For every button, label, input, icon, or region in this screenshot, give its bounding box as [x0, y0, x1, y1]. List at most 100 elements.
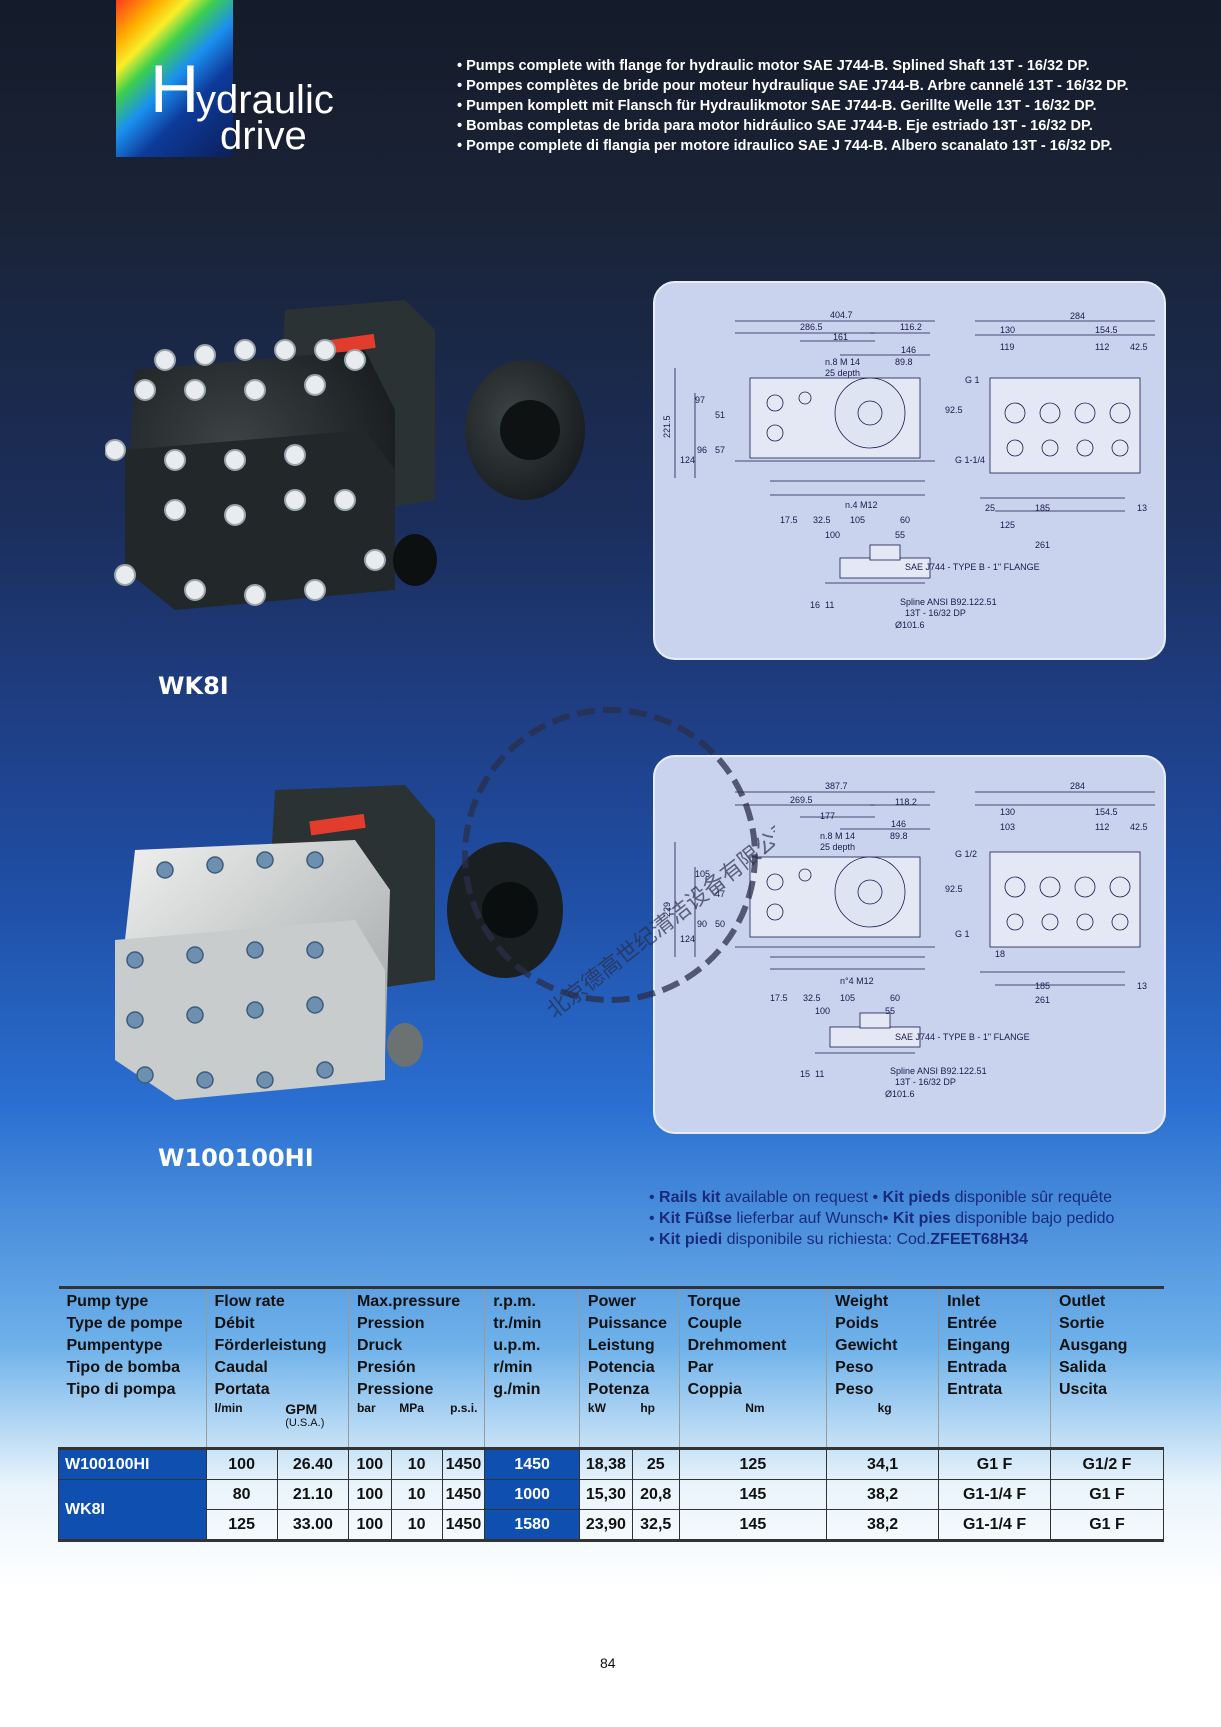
dim-text: 47: [715, 889, 725, 899]
dim-text: n.8 M 14: [825, 357, 860, 367]
cell-mpa: 10: [390, 1448, 443, 1480]
dim-text: 50: [715, 919, 725, 929]
product-label-wk8i: WK8I: [158, 672, 229, 700]
dim-text: 13: [1137, 503, 1147, 513]
dim-text: 105: [840, 993, 855, 1003]
bullet-es: Bombas completas de brida para motor hid…: [457, 116, 1129, 136]
dim-text: 32.5: [813, 515, 831, 525]
cell-torque: 145: [678, 1509, 828, 1541]
unit-hp: hp: [640, 1401, 655, 1415]
unit-bar: bar: [347, 1401, 392, 1449]
cell-inlet: G1-1/4 F: [938, 1509, 1051, 1541]
dim-text: Ø101.6: [895, 620, 925, 630]
dim-text: SAE J744 - TYPE B - 1" FLANGE: [895, 1032, 1030, 1042]
cell-kw: 23,90: [578, 1509, 633, 1541]
logo-letter: H: [150, 51, 200, 127]
cell-outlet: G1/2 F: [1050, 1448, 1164, 1480]
dim-text: 105: [850, 515, 865, 525]
dim-text: 105: [695, 869, 710, 879]
dim-text: 57: [715, 445, 725, 455]
cell-hp: 20,8: [631, 1479, 680, 1510]
cell-inlet: G1 F: [938, 1448, 1051, 1480]
dim-text: 25: [985, 503, 995, 513]
dim-text: 116.2: [900, 322, 922, 332]
kit-term: Kit pies: [892, 1210, 951, 1227]
pump-wk8i-image: [105, 300, 585, 610]
dim-text: 55: [895, 530, 905, 540]
dim-text: 119: [1000, 342, 1014, 352]
dim-text: 125: [1000, 520, 1015, 530]
dim-text: G 1/2: [955, 849, 977, 859]
dim-text: 18: [995, 949, 1005, 959]
logo-word-hydraulic: ydraulic: [196, 78, 334, 122]
kit-line-1: • Rails kit available on request • Kit p…: [649, 1189, 1113, 1206]
dim-text: 92.5: [945, 405, 963, 415]
logo-word-drive: drive: [220, 114, 307, 158]
cell-hp: 32,5: [631, 1509, 680, 1541]
dim-text: 229: [662, 902, 672, 917]
cell-kw: 15,30: [578, 1479, 633, 1510]
table-row: WK8I 80 21.10 100 10 1450 1000 15,30 20,…: [58, 1479, 1164, 1541]
dim-text: 96: [697, 445, 707, 455]
dim-text: 100: [825, 530, 840, 540]
feature-bullets: Pumps complete with flange for hydraulic…: [457, 56, 1129, 156]
cell-torque: 125: [678, 1448, 828, 1480]
dim-text: 16: [810, 600, 820, 610]
kit-notes: • Rails kit available on request • Kit p…: [649, 1187, 1114, 1250]
technical-drawing-w100100hi: 387.7 269.5 177 118.2 146 89.8 n.8 M 14 …: [653, 755, 1166, 1134]
dim-text: 97: [695, 395, 705, 405]
cell-model: WK8I: [58, 1479, 207, 1541]
dim-text: 124: [680, 455, 695, 465]
dim-text: 11: [815, 1069, 824, 1079]
cell-psi: 1450: [441, 1479, 486, 1510]
cell-inlet: G1-1/4 F: [938, 1479, 1051, 1510]
dim-text: 51: [715, 410, 725, 420]
bullet-it: Pompe complete di flangia per motore idr…: [457, 136, 1129, 156]
logo-rainbow: [116, 0, 233, 157]
dim-text: 185: [1035, 981, 1050, 991]
product-label-w100100hi: W100100HI: [158, 1144, 314, 1172]
cell-gpm: 26.40: [276, 1448, 349, 1480]
dim-text: 17.5: [780, 515, 798, 525]
dim-text: 60: [890, 993, 900, 1003]
unit-kw: kW: [578, 1401, 633, 1449]
dim-text: 146: [891, 819, 906, 829]
cell-outlet: G1 F: [1050, 1479, 1164, 1510]
dim-text: 286.5: [800, 322, 823, 332]
dim-text: 124: [680, 934, 695, 944]
cell-model: W100100HI: [58, 1448, 207, 1480]
dim-text: 112: [1095, 822, 1109, 832]
dim-text: 118.2: [895, 797, 917, 807]
dim-text: 13T - 16/32 DP: [905, 608, 966, 618]
bullet-fr: Pompes complètes de bride pour moteur hy…: [457, 76, 1128, 96]
cell-mpa: 10: [390, 1509, 443, 1541]
dim-text: 404.7: [830, 310, 853, 320]
dim-text: 25 depth: [825, 368, 860, 378]
dim-text: 17.5: [770, 993, 788, 1003]
cell-weight: 38,2: [826, 1479, 940, 1510]
cell-mpa: 10: [390, 1479, 443, 1510]
cell-rpm: 1580: [484, 1509, 580, 1541]
unit-nm: Nm: [678, 1401, 827, 1449]
technical-drawing-wk8i: 404.7 286.5 161 116.2 146 89.8 n.8 M 14 …: [653, 281, 1166, 660]
kit-term: Kit Füßse: [659, 1210, 732, 1227]
kit-text: disponible bajo pedido: [950, 1210, 1115, 1227]
unit-gpm: GPM(U.S.A.): [285, 1401, 325, 1429]
bullet-de: Pumpen komplett mit Flansch für Hydrauli…: [457, 96, 1129, 116]
unit-kg: kg: [826, 1401, 939, 1449]
cell-gpm: 21.10: [276, 1479, 349, 1510]
cell-bar: 100: [347, 1479, 392, 1510]
dim-text: 161: [833, 332, 848, 342]
dim-text: Ø101.6: [885, 1089, 915, 1099]
dim-text: Spline ANSI B92.122.51: [890, 1066, 987, 1076]
pump-w100100hi-image: [115, 785, 563, 1100]
dim-text: 387.7: [825, 781, 848, 791]
dim-text: 89.8: [895, 357, 913, 367]
dim-text: 130: [1000, 325, 1015, 335]
dim-text: 112: [1095, 342, 1109, 352]
